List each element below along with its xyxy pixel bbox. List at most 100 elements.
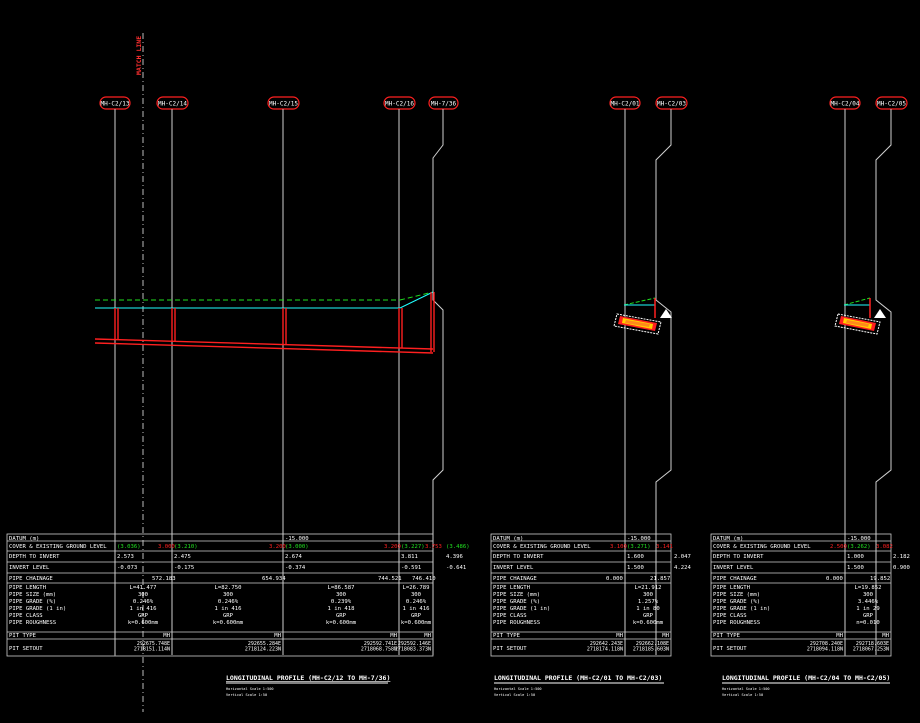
cover-value: 3.082 [876,544,893,550]
pipe-size: 300 [223,592,233,598]
profile-subtitle: Vertical Scale 1:50 [494,693,535,697]
cover-value: 3.200 [269,544,286,550]
profile-1-pit-rows: PIT TYPE PIT SETOUT MH MH MH MH 292675.7… [9,633,431,653]
pipe-grade-pct: 3.446% [858,599,879,605]
pit-setout-line: 292655.284E [248,641,281,647]
profile-title: LONGITUDINAL PROFILE (MH-C2/04 TO MH-C2/… [722,674,890,682]
chainage-value: 654.934 [262,576,286,582]
pipe-grade-ratio: 1 in 416 [130,606,157,612]
cover-value: 2.500 [830,544,847,550]
cover-value: 3.200 [384,544,401,550]
warning-triangle-icon [874,309,886,318]
pit-setout-line: 292662.108E [636,641,669,647]
cover-value: (3.036) [117,544,141,550]
pipe-roughness: k=0.600mm [128,620,159,626]
depth-value: 2.182 [893,554,910,560]
pipe-roughness: k=0.600mm [401,620,432,626]
depth-value: 1.600 [627,554,644,560]
pipe-grade-pct: 0.239% [331,599,352,605]
pipe-roughness: k=0.600mm [213,620,244,626]
cover-value: (3.227) [401,544,425,550]
cover-value: (3.000) [285,544,309,550]
manhole-tag-label: MH-C2/01 [611,101,640,108]
chainage-value: 746.410 [412,576,436,582]
row-label-length: PIPE LENGTH [713,585,750,591]
profile-2: MH-C2/01 MH-C2/03 [490,96,691,697]
manhole-detail [613,297,672,335]
profile-subtitle: Horizontal Scale 1:500 [494,687,542,691]
row-label-cover: COVER & EXISTING GROUND LEVEL [713,544,811,550]
chainage-value: 21.857 [650,576,670,582]
cover-value: 3.141 [656,544,673,550]
chainage-value: 572.183 [152,576,176,582]
pipe-class: GRP [138,613,149,619]
profile-2-table [490,533,672,657]
pipe-profile [94,292,435,354]
row-label-chainage: PIPE CHAINAGE [713,576,757,582]
profile-1-table [6,533,434,657]
row-label-setout: PIT SETOUT [493,646,527,652]
pipe-size: 300 [336,592,346,598]
row-label-length: PIPE LENGTH [9,585,46,591]
row-label-grade-pct: PIPE GRADE (%) [9,599,56,605]
pipe-grade-pct: 0.246% [133,599,154,605]
row-label-pit-type: PIT TYPE [9,633,37,639]
pit-setout-line: 292592.146E [398,641,431,647]
row-label-chainage: PIPE CHAINAGE [493,576,537,582]
pit-type: MH [662,633,669,639]
cover-value: 3.753 [425,544,442,550]
pit-setout-line: 2718124.223N [245,647,281,653]
row-label-size: PIPE SIZE (mm) [493,592,540,598]
pit-type: MH [163,633,170,639]
row-label-class: PIPE CLASS [493,613,527,619]
pit-setout-line: 2718067.253N [853,647,889,653]
manhole-tag-label: MH-C2/04 [831,101,860,108]
depth-value: 2.047 [674,554,691,560]
manhole-tag-label: MH-7/36 [431,101,457,108]
match-line: MATCH LINE [135,33,144,712]
pit-type: MH [390,633,397,639]
profile-3-title-block: LONGITUDINAL PROFILE (MH-C2/04 TO MH-C2/… [722,674,890,697]
pit-setout-line: 2718185.603N [633,647,669,653]
manhole-detail [834,297,886,335]
chainage-value: 744.521 [378,576,402,582]
chainage-value: 0.000 [606,576,623,582]
row-label-depth: DEPTH TO INVERT [9,554,60,560]
manhole-tag-label: MH-C2/03 [657,101,686,108]
row-label-grade-ratio: PIPE GRADE (1 in) [713,606,770,612]
profile-title: LONGITUDINAL PROFILE (MH-C2/01 TO MH-C2/… [494,674,662,682]
pit-setout-line: 292718.603E [856,641,889,647]
cover-value: (3.262) [847,544,871,550]
pipe-grade-pct: 0.246% [218,599,239,605]
pipe-grade-ratio: 1 in 418 [328,606,356,612]
row-label-class: PIPE CLASS [713,613,747,619]
pipe-class: GRP [863,613,874,619]
manhole-tag-label: MH-C2/16 [385,101,414,108]
pipe-class: GRP [336,613,347,619]
chainage-value: 0.000 [826,576,843,582]
depth-value: 1.000 [847,554,864,560]
row-label-invert: INVERT LEVEL [713,565,754,571]
pit-type: MH [424,633,431,639]
profile-1-table-text: DATUM (m) -15.000 COVER & EXISTING GROUN… [9,536,470,626]
depth-value: 2.573 [117,554,134,560]
pit-setout-line: 292642.243E [590,641,623,647]
profile-3-table [710,533,892,657]
profile-3: MH-C2/04 MH-C2/05 [710,96,910,697]
pipe-class: GRP [411,613,422,619]
pit-setout-line: 2718174.118N [587,647,623,653]
row-label-cover: COVER & EXISTING GROUND LEVEL [9,544,107,550]
manhole-tag-label: MH-C2/15 [269,101,298,108]
pit-setout-line: 292592.741E [364,641,397,647]
row-label-setout: PIT SETOUT [713,646,747,652]
pipe-grade-pct: 1.257% [638,599,659,605]
row-label-invert: INVERT LEVEL [9,565,50,571]
row-label-pit-type: PIT TYPE [493,633,521,639]
